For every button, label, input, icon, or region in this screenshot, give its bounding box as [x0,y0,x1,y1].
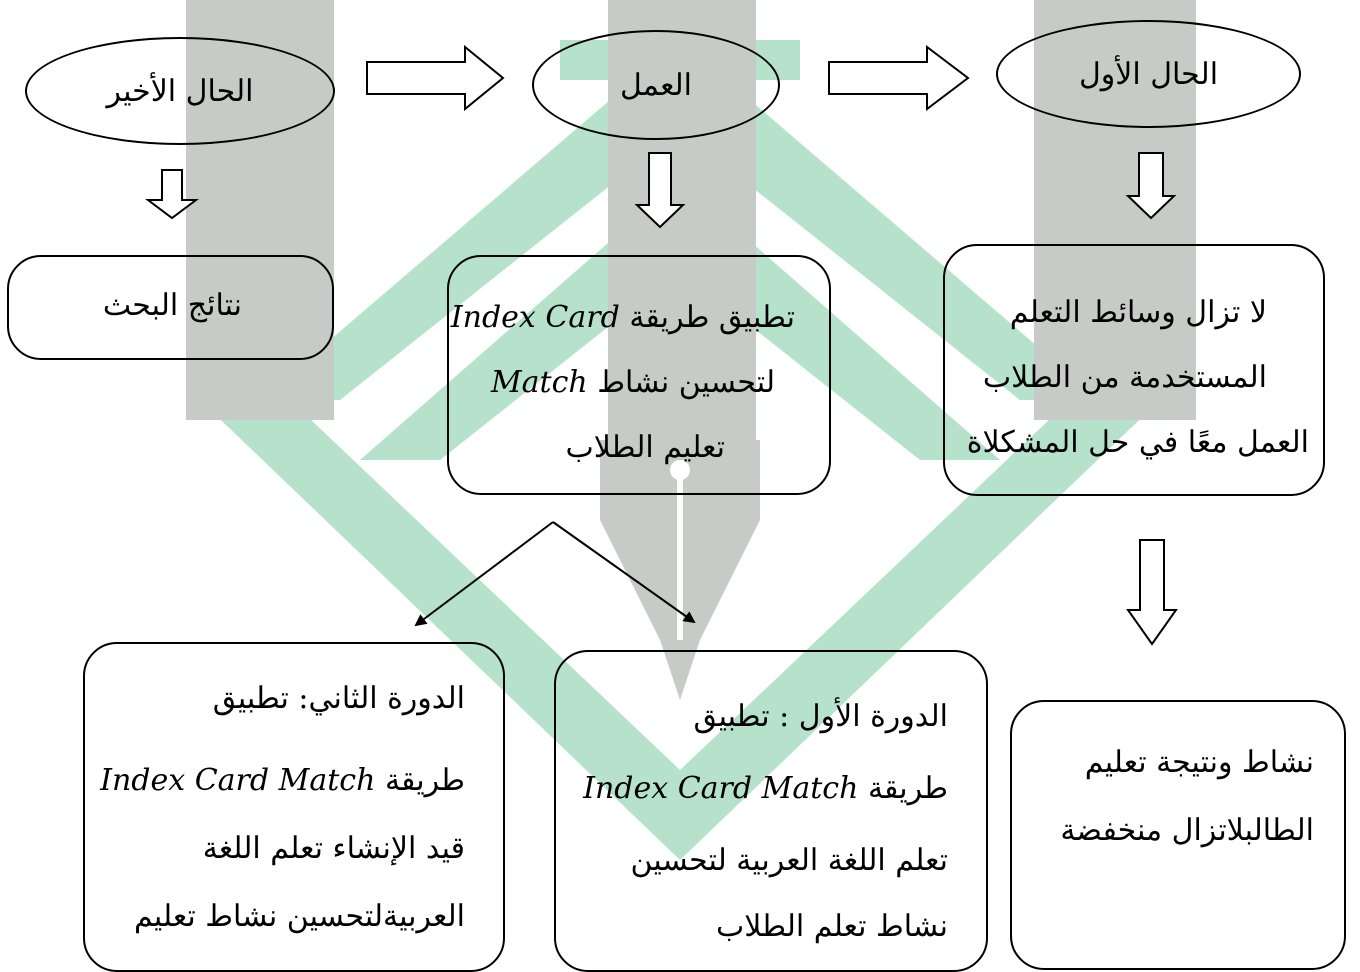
arrow-right-2 [828,44,970,112]
cycle2-line-2: Index Card Match طريقة [100,766,465,796]
cycle1-box: الدورة الأول : تطبيق Index Card Match طر… [554,650,988,972]
connector-to-cycle1 [552,521,696,624]
cycle1-line-2-latin: Index Card Match [583,771,859,806]
results-label: نتائج البحث [102,288,242,323]
cycle1-line-4: نشاط تعلم الطلاب [715,909,948,944]
cycle2-line-3: قيد الإنشاء تعلم اللغة [202,831,465,866]
cycle1-line-2-arabic: طريقة [867,771,948,806]
action-box: Index Card تطبيق طريقة Match لتحسين نشاط… [447,255,831,495]
action-box-line-1-latin: Index Card [450,300,620,335]
arrow-down-center [634,152,686,229]
initial-state-label: الحال الأول [1078,56,1219,92]
watermark-nib-hole [670,460,690,480]
cycle2-line-1: الدورة الثاني: تطبيق [212,681,465,716]
action-box-line-1: Index Card تطبيق طريقة [451,303,795,333]
cycle1-line-3: تعلم اللغة العربية لتحسين [630,843,949,878]
cycle1-line-2: Index Card Match طريقة [583,774,948,804]
cycle2-line-2-latin: Index Card Match [100,763,376,798]
arrow-down-left [145,169,199,220]
initial-state-ellipse: الحال الأول [996,20,1301,128]
cycle2-line-2-arabic: طريقة [384,763,465,798]
arrow-down-right [1125,152,1177,220]
action-box-line-2: Match لتحسين نشاط [491,368,775,398]
action-box-line-2-latin: Match [490,365,588,400]
arrow-right-1 [366,44,505,112]
final-state-label: الحال الأخير [106,73,254,109]
problem-line-3: العمل معًا في حل المشكلاة [966,425,1309,460]
watermark-shield-band [200,400,1160,860]
problem-line-1: لا تزال وسائط التعلم [1009,295,1267,330]
problem-box: لا تزال وسائط التعلم المستخدمة من الطلاب… [943,244,1325,496]
connector-to-cycle2 [414,521,554,627]
outcome-line-2: الطالبلاتزال منخفضة [1060,813,1314,848]
action-box-line-2-arabic: لتحسين نشاط [597,365,775,400]
outcome-line-1: نشاط ونتيجة تعليم [1084,745,1314,780]
cycle2-line-4: العربيةلتحسين نشاط تعليم [133,899,465,934]
cycle1-line-1: الدورة الأول : تطبيق [693,699,948,734]
cycle2-box: الدورة الثاني: تطبيق Index Card Match طر… [83,642,505,972]
action-ellipse: العمل [532,30,780,140]
action-box-line-1-arabic: تطبيق طريقة [629,300,795,335]
action-box-line-3: تعليم الطلاب [565,430,725,465]
action-label: العمل [620,67,693,103]
watermark-chevron-inner [360,180,1000,460]
outcome-box: نشاط ونتيجة تعليم الطالبلاتزال منخفضة [1010,700,1346,970]
final-state-ellipse: الحال الأخير [25,37,335,145]
arrow-down-bottom-right [1126,539,1178,646]
results-box: نتائج البحث [7,255,334,360]
problem-line-2: المستخدمة من الطلاب [982,360,1267,395]
